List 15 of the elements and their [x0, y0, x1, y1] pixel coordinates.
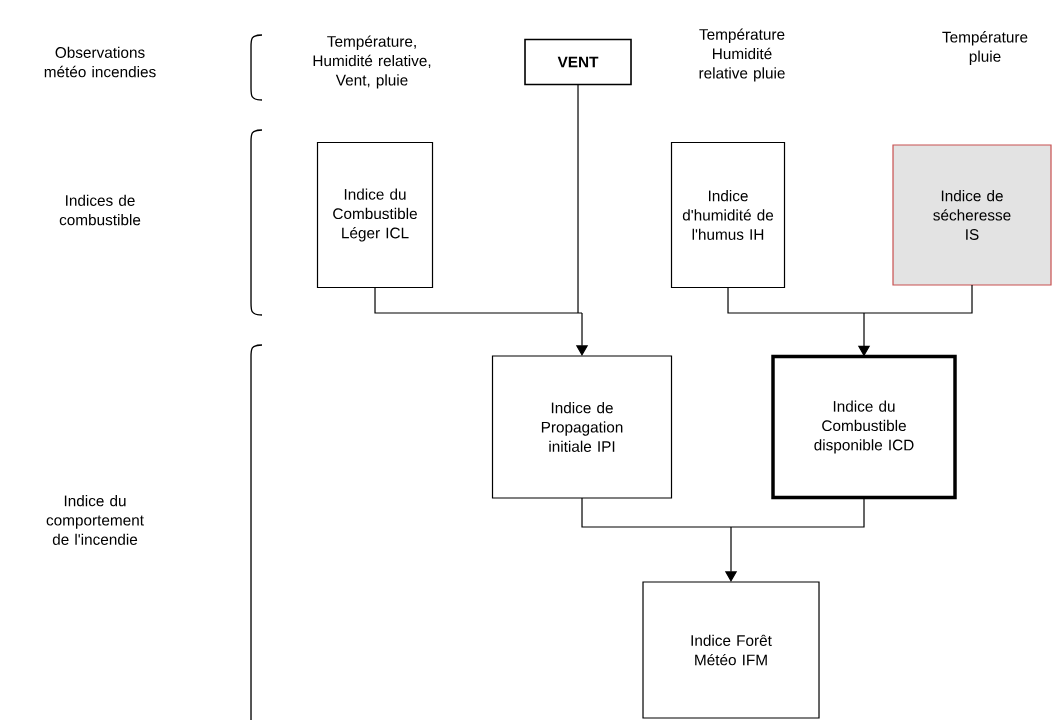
index-box: Indice du Combustible disponible ICD	[771, 354, 957, 500]
label-text: Indice du comportement de l'incendie	[46, 495, 144, 545]
connector-arrow	[581, 496, 865, 582]
label-text: Température Humidité relative pluie	[699, 28, 785, 82]
index-box: Indice d'humidité de l'humus IH	[670, 141, 786, 289]
index-box: Indice de Propagation initiale IPI	[491, 355, 673, 499]
label-text: Indices de combustible	[59, 194, 141, 226]
label-text: Observations météo incendies	[44, 46, 156, 78]
label-text: Température, Humidité relative, Vent, pluie	[313, 35, 431, 89]
index-box: Indice Forêt Météo IFM	[642, 581, 820, 719]
index-box: Indice du Combustible Léger ICL	[316, 141, 434, 289]
label-box: VENT	[524, 38, 632, 86]
shaded-index-box: Indice de sécheresse IS	[892, 144, 1052, 286]
label-text: Température pluie	[942, 31, 1028, 65]
connector-arrow	[374, 83, 589, 356]
